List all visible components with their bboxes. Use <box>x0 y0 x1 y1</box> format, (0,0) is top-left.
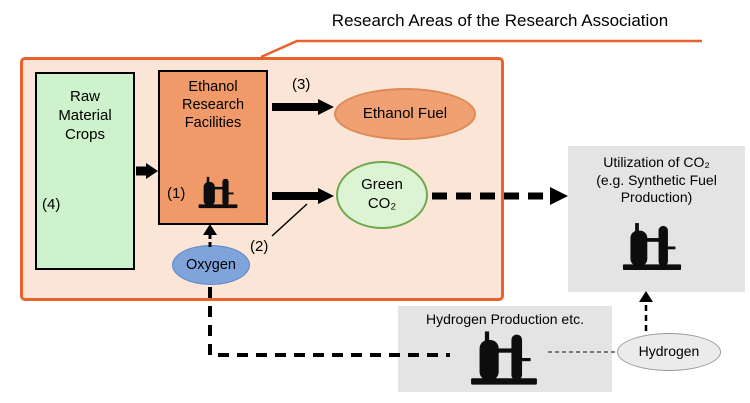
raw-material-crops-label: Raw Material Crops <box>58 88 112 143</box>
ethanol-research-facilities-label: Ethanol Research Facilities <box>181 79 245 132</box>
hydrogen-label: Hydrogen <box>638 343 700 360</box>
page-title: Research Areas of the Research Associati… <box>331 11 669 30</box>
hydrogen-production-label: Hydrogen Production etc. <box>426 311 584 327</box>
ethanol-fuel-ellipse: Ethanol Fuel <box>334 88 476 140</box>
marker-3: (3) <box>292 76 311 93</box>
oxygen-ellipse: Oxygen <box>172 245 250 285</box>
green-co2-ellipse: Green CO₂ <box>336 161 428 229</box>
arrow-hydrogen-to-utilization-head <box>639 291 653 302</box>
marker-1: (1) <box>167 185 186 202</box>
marker-2: (2) <box>250 238 269 255</box>
oxygen-label: Oxygen <box>186 256 236 273</box>
title-underline <box>260 39 702 59</box>
marker-4: (4) <box>42 196 61 213</box>
refinery-icon <box>470 330 538 386</box>
green-co2-label: Green CO₂ <box>361 176 403 212</box>
ethanol-fuel-label: Ethanol Fuel <box>362 104 448 122</box>
refinery-icon <box>622 222 682 271</box>
refinery-icon <box>198 176 238 209</box>
arrow-green-co2-to-utilization-head <box>550 187 568 205</box>
co2-utilization-label: Utilization of CO₂ (e.g. Synthetic Fuel … <box>596 154 717 205</box>
hydrogen-ellipse: Hydrogen <box>617 333 721 371</box>
raw-material-crops-box <box>35 72 135 270</box>
